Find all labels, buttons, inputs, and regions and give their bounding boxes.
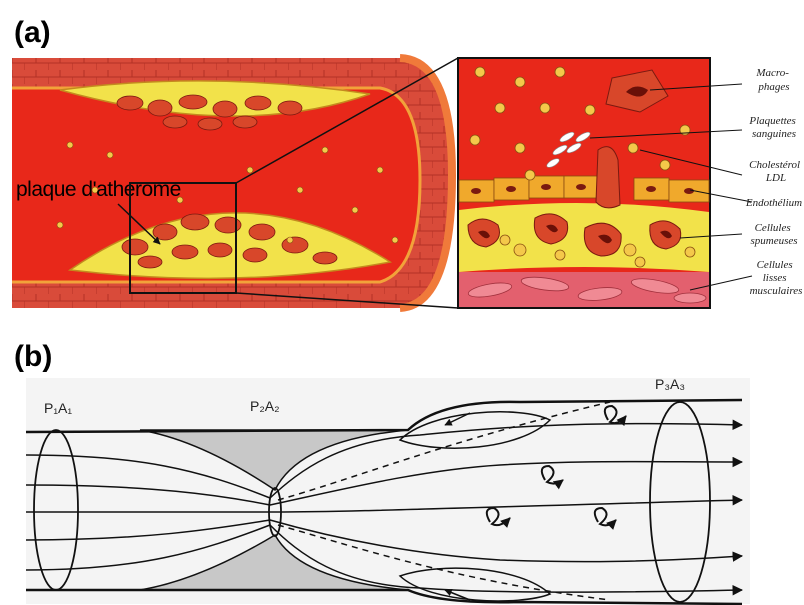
callout-labels: Macro- phages Plaquettes sanguines Chole…: [745, 67, 803, 297]
section-1-label: P₁A₁: [44, 400, 72, 416]
stenosis-flow-diagram: [26, 378, 750, 604]
section-2-label: P₂A₂: [250, 398, 280, 414]
callout-cholesterol-ldl: Cholestérol LDL: [749, 159, 803, 184]
zoomed-inset: [458, 58, 710, 308]
callout-foam-cells: Cellules spumeuses: [750, 222, 797, 247]
callout-platelets: Plaquettes sanguines: [748, 115, 798, 140]
callout-endothelium: Endothélium: [745, 197, 802, 209]
panel-a-label: (a): [14, 16, 51, 49]
callout-smooth-muscle: Cellules lisses musculaires: [750, 259, 803, 297]
plaque-label: plaque d'atherome: [16, 178, 181, 201]
panel-b-label: (b): [14, 340, 52, 373]
callout-macrophages: Macro- phages: [755, 67, 791, 93]
section-3-label: P₃A₃: [655, 376, 685, 392]
